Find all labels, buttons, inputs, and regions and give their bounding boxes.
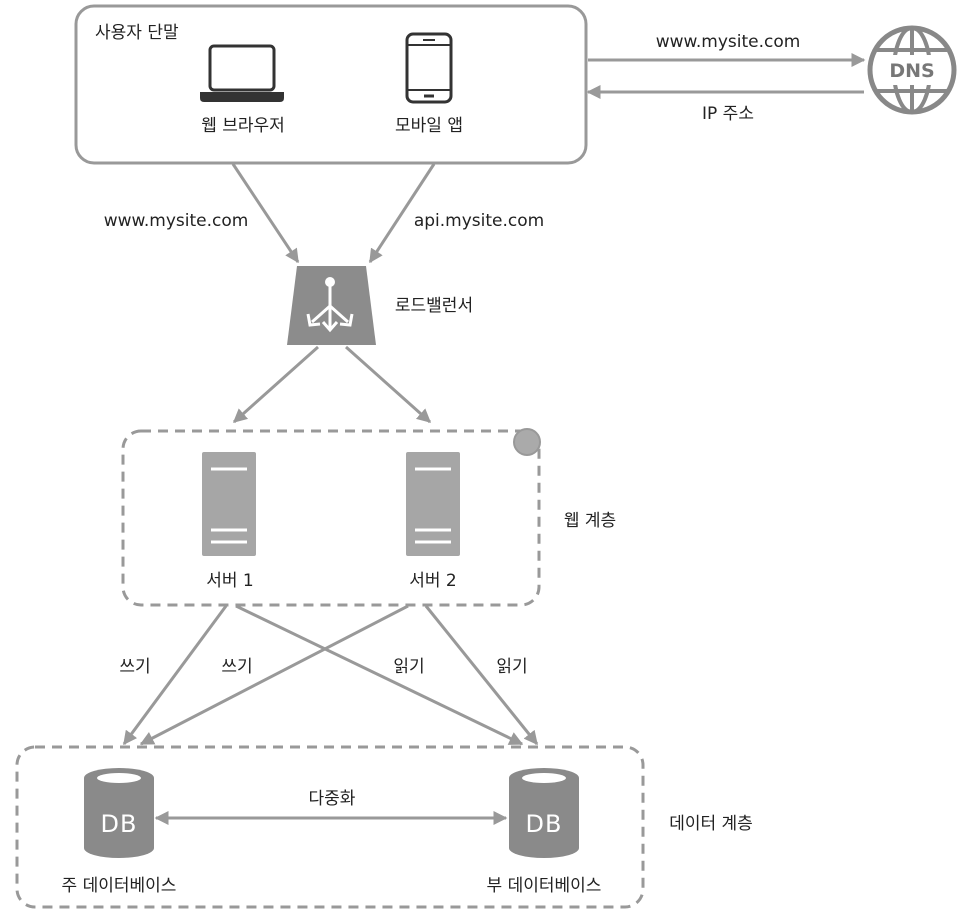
mobile-to-lb-arrow <box>368 163 436 264</box>
server-1-label: 서버 1 <box>206 571 254 591</box>
web-tier-box <box>121 429 541 607</box>
data-tier-group: DB 주 데이터베이스 DB 부 데이터베이스 다중화 <box>15 745 645 909</box>
mobile-phone-icon <box>405 32 453 104</box>
write-label-1: 쓰기 <box>119 657 150 677</box>
lb-to-server1-arrow <box>232 345 319 424</box>
secondary-database-label: 부 데이터베이스 <box>487 876 602 896</box>
server1-read-arrow <box>235 604 524 746</box>
dns-globe-icon: DNS <box>867 25 957 115</box>
dns-label: DNS <box>889 60 934 82</box>
server-2-label: 서버 2 <box>409 571 457 591</box>
primary-database-icon: DB <box>84 768 154 858</box>
secondary-database-icon: DB <box>509 768 579 858</box>
mobile-to-lb-label: api.mysite.com <box>414 211 544 231</box>
web-tier-group: 서버 1 서버 2 <box>121 428 541 607</box>
load-balancer-label: 로드밸런서 <box>395 296 473 316</box>
web-browser-label: 웹 브라우저 <box>201 116 285 136</box>
user-device-box <box>74 4 588 165</box>
primary-database-label: 주 데이터베이스 <box>62 876 177 896</box>
replication-label: 다중화 <box>309 789 356 809</box>
server-1-icon <box>202 452 256 556</box>
server-2-icon <box>406 452 460 556</box>
data-tier-box <box>15 745 645 909</box>
server2-read-arrow <box>424 605 539 746</box>
status-indicator-icon <box>513 428 541 456</box>
primary-db-icon-text: DB <box>101 810 138 838</box>
write-label-2: 쓰기 <box>221 657 252 677</box>
browser-to-lb-arrow <box>231 163 300 264</box>
load-balancer-icon <box>287 266 376 345</box>
browser-to-lb-label: www.mysite.com <box>104 211 249 231</box>
data-tier-label: 데이터 계층 <box>669 814 753 834</box>
dns-response-label: IP 주소 <box>702 104 754 124</box>
read-label-1: 읽기 <box>393 657 424 677</box>
lb-to-server2-arrow <box>345 345 432 424</box>
user-device-group: 사용자 단말 웹 브라우저 모바일 앱 <box>74 4 588 165</box>
secondary-db-icon-text: DB <box>526 810 563 838</box>
dns-request-label: www.mysite.com <box>656 32 801 52</box>
web-tier-label: 웹 계층 <box>564 511 616 531</box>
user-device-group-label: 사용자 단말 <box>95 23 179 43</box>
laptop-icon <box>200 44 284 102</box>
read-label-2: 읽기 <box>496 657 527 677</box>
server2-write-arrow <box>139 604 409 746</box>
server1-write-arrow <box>122 605 228 746</box>
mobile-app-label: 모바일 앱 <box>395 116 463 136</box>
